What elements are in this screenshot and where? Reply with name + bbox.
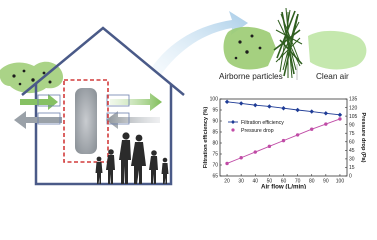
legend-label-efficiency: Filtration efficiency <box>241 120 284 126</box>
fiber-strand <box>280 13 300 61</box>
y-left-tick-label: 100 <box>210 97 219 103</box>
efficiency-point <box>337 112 343 118</box>
figure-canvas: Airborne particles Clean air 20 30 40 50 60 7… <box>0 7 367 189</box>
y-right-tick-label: 0 <box>349 174 352 180</box>
pressure-point <box>324 122 328 126</box>
plot-frame <box>219 98 348 177</box>
y-right-tick-label: 135 <box>349 97 358 103</box>
supply-air-arrow <box>110 93 162 111</box>
pressure-point <box>253 150 257 154</box>
y-left-tick-label: 65 <box>212 174 218 180</box>
fiber-strand <box>275 37 301 63</box>
y-right-tick-label: 75 <box>349 131 355 137</box>
x-tick-label: 70 <box>295 179 301 185</box>
x-tick-label: 60 <box>281 179 287 185</box>
pressure-point <box>239 156 243 160</box>
efficiency-point <box>295 107 300 113</box>
fiber-strand <box>275 29 303 45</box>
y-left-tick-label: 95 <box>212 108 218 114</box>
y-right-tick-label: 120 <box>349 105 358 111</box>
pressure-point <box>338 117 342 121</box>
efficiency-point <box>281 106 286 111</box>
efficiency-point <box>267 104 272 109</box>
pressure-point <box>225 161 229 166</box>
return-air-arrow <box>106 111 160 129</box>
airflow-arrows <box>14 93 162 129</box>
dirty-air-cloud <box>0 61 63 93</box>
x-tick-label: 100 <box>336 179 345 185</box>
filtration-chart: 20 30 40 50 60 70 80 90 100 65 70 75 80 85 90 95 100 0 15 3… <box>203 97 366 189</box>
pressure-point <box>295 133 300 137</box>
filter-unit <box>75 88 97 154</box>
x-tick-label: 20 <box>224 179 230 185</box>
x-tick-label: 90 <box>323 179 329 185</box>
zoom-arrow <box>150 11 248 76</box>
y-right-tick-label: 45 <box>349 148 355 154</box>
x-tick-label: 30 <box>238 179 244 185</box>
family-silhouette <box>95 132 169 184</box>
y-left-tick-label: 90 <box>212 119 218 125</box>
x-axis-label: Air flow (L/min) <box>261 184 306 190</box>
pressure-point <box>310 127 314 131</box>
airborne-particles-label: Airborne particles <box>219 72 283 81</box>
outdoor-intake-arrow <box>20 94 58 110</box>
pressure-point <box>267 144 272 149</box>
pressure-point <box>281 138 286 143</box>
y-left-tick-label: 85 <box>212 130 218 136</box>
legend-label-pressure: Pressure drop <box>241 128 274 134</box>
x-tick-label: 50 <box>267 179 273 185</box>
efficiency-point <box>224 99 230 105</box>
nanofiber-mat <box>273 7 303 79</box>
x-tick-label: 80 <box>309 179 315 185</box>
y-left-axis-label: Filtration efficiency (%) <box>203 107 209 169</box>
fiber-strand <box>282 15 298 71</box>
y-right-tick-label: 15 <box>349 165 355 171</box>
efficiency-point <box>238 101 244 106</box>
legend-marker-pressure <box>231 128 235 132</box>
efficiency-point <box>323 111 329 116</box>
filter-detail <box>223 7 367 79</box>
efficiency-point <box>309 109 314 114</box>
fiber-strand <box>273 29 301 51</box>
y-left-tick-label: 75 <box>212 152 218 158</box>
fiber-strand <box>278 21 300 61</box>
particle-air-blob <box>223 26 276 70</box>
y-left-tick-label: 80 <box>212 141 218 147</box>
house-outline <box>21 26 185 186</box>
clean-air-blob <box>308 30 367 70</box>
filter-highlight-box <box>63 79 109 163</box>
graphic-abstract-svg: Airborne particles Clean air 20 30 40 50 60 7… <box>0 7 367 189</box>
y-right-tick-label: 90 <box>349 122 355 128</box>
efficiency-point <box>253 102 258 108</box>
fiber-strand <box>283 23 297 71</box>
legend-marker-efficiency <box>231 120 235 124</box>
fiber-strand <box>283 13 299 77</box>
y-left-tick-label: 70 <box>212 163 218 169</box>
y-right-tick-label: 105 <box>349 114 358 120</box>
y-right-axis-label: Pressure drop (Pa) <box>360 112 366 162</box>
clean-air-label: Clean air <box>316 72 349 81</box>
x-tick-label: 40 <box>252 179 258 185</box>
y-right-tick-label: 30 <box>349 157 355 163</box>
y-right-tick-label: 60 <box>349 139 355 145</box>
fiber-strand <box>276 10 296 59</box>
